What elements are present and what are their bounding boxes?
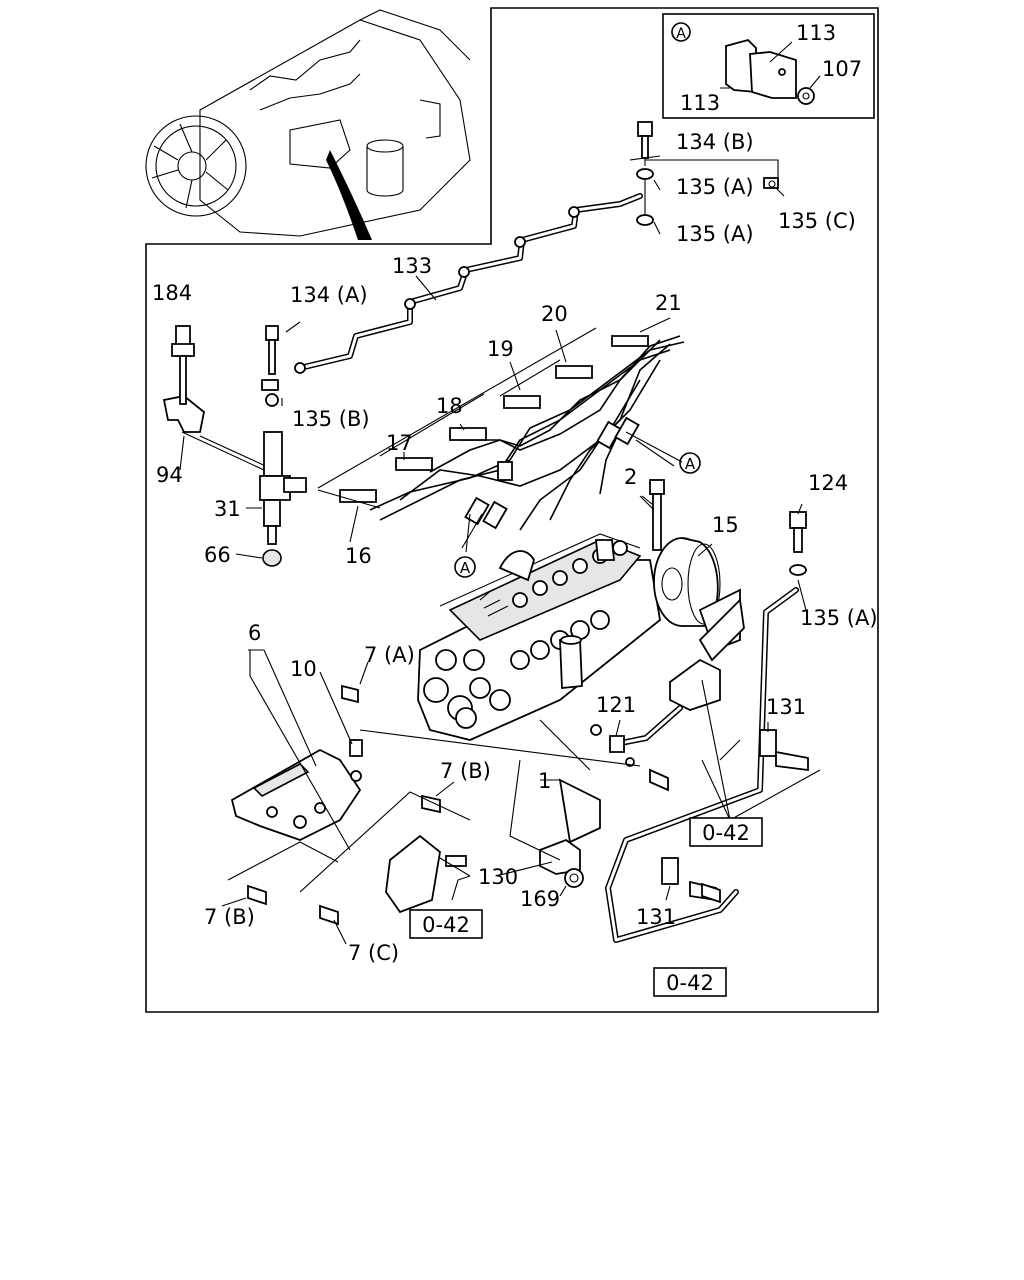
- mounting-bracket-6: [230, 739, 363, 841]
- marker-a-1: A: [679, 452, 701, 474]
- banjo-bolt-134b: [636, 121, 779, 226]
- fuel-injection-pump-icon: [417, 533, 661, 741]
- fuel-line-121: [590, 705, 683, 753]
- callout-135a-3: 135 (A): [800, 606, 878, 630]
- callout-135a-2: 135 (A): [676, 222, 754, 246]
- callout-94: 94: [156, 463, 183, 487]
- marker-a-2: A: [454, 556, 476, 578]
- svg-text:A: A: [460, 559, 471, 577]
- injector-icon: [162, 325, 307, 567]
- callout-31: 31: [214, 497, 241, 521]
- callout-15: 15: [712, 513, 739, 537]
- callout-130: 130: [478, 865, 518, 889]
- ref-box-3: 0-42: [653, 967, 727, 997]
- callouts: 113 113 107 134 (B) 135 (A) 135 (A) 135 …: [152, 21, 878, 965]
- callout-19: 19: [487, 337, 514, 361]
- callout-18: 18: [436, 394, 463, 418]
- callout-134a: 134 (A): [290, 283, 368, 307]
- callout-2: 2: [624, 465, 637, 489]
- callout-113-top: 113: [796, 21, 836, 45]
- bracket-130: [539, 778, 601, 888]
- svg-text:0-42: 0-42: [666, 971, 714, 995]
- bolt-124: [789, 511, 807, 576]
- callout-135a-1: 135 (A): [676, 175, 754, 199]
- callout-7b-2: 7 (B): [204, 905, 255, 929]
- stud-bolt-2: [641, 479, 665, 551]
- callout-17: 17: [386, 431, 413, 455]
- callout-184: 184: [152, 281, 192, 305]
- callout-7b-1: 7 (B): [440, 759, 491, 783]
- callout-1: 1: [538, 769, 551, 793]
- engine-overview-icon: [145, 9, 471, 240]
- callout-134b: 134 (B): [676, 130, 754, 154]
- inset-a-box: A: [662, 13, 875, 119]
- callout-131-top: 131: [766, 695, 806, 719]
- fuel-pipe-right: [605, 587, 799, 943]
- callout-131-bottom: 131: [636, 905, 676, 929]
- ref-box-2: 0-42: [409, 909, 483, 939]
- inset-marker: A: [676, 26, 686, 42]
- callout-7a: 7 (A): [364, 643, 415, 667]
- callout-20: 20: [541, 302, 568, 326]
- callout-7c: 7 (C): [348, 941, 399, 965]
- clip-icon: [725, 38, 815, 105]
- bracket-right: [661, 598, 809, 902]
- callout-10: 10: [290, 657, 317, 681]
- callout-121: 121: [596, 693, 636, 717]
- ref-box-1: 0-42: [689, 817, 763, 847]
- bracket-lower-left: [385, 834, 467, 914]
- svg-text:0-42: 0-42: [702, 821, 750, 845]
- callout-6: 6: [248, 621, 261, 645]
- callout-135c: 135 (C): [778, 209, 856, 233]
- callout-21: 21: [655, 291, 682, 315]
- callout-16: 16: [345, 544, 372, 568]
- callout-113-left: 113: [680, 91, 720, 115]
- leak-off-pipe-133: [294, 193, 643, 374]
- callout-169: 169: [520, 887, 560, 911]
- svg-text:0-42: 0-42: [422, 913, 470, 937]
- callout-135b: 135 (B): [292, 407, 370, 431]
- leader-lines: [179, 155, 821, 945]
- callout-107: 107: [822, 57, 862, 81]
- diagram-frame: [145, 7, 879, 1013]
- svg-text:A: A: [685, 455, 696, 473]
- callout-124: 124: [808, 471, 848, 495]
- callout-133: 133: [392, 254, 432, 278]
- callout-66: 66: [204, 543, 231, 567]
- high-pressure-pipes: [339, 335, 685, 531]
